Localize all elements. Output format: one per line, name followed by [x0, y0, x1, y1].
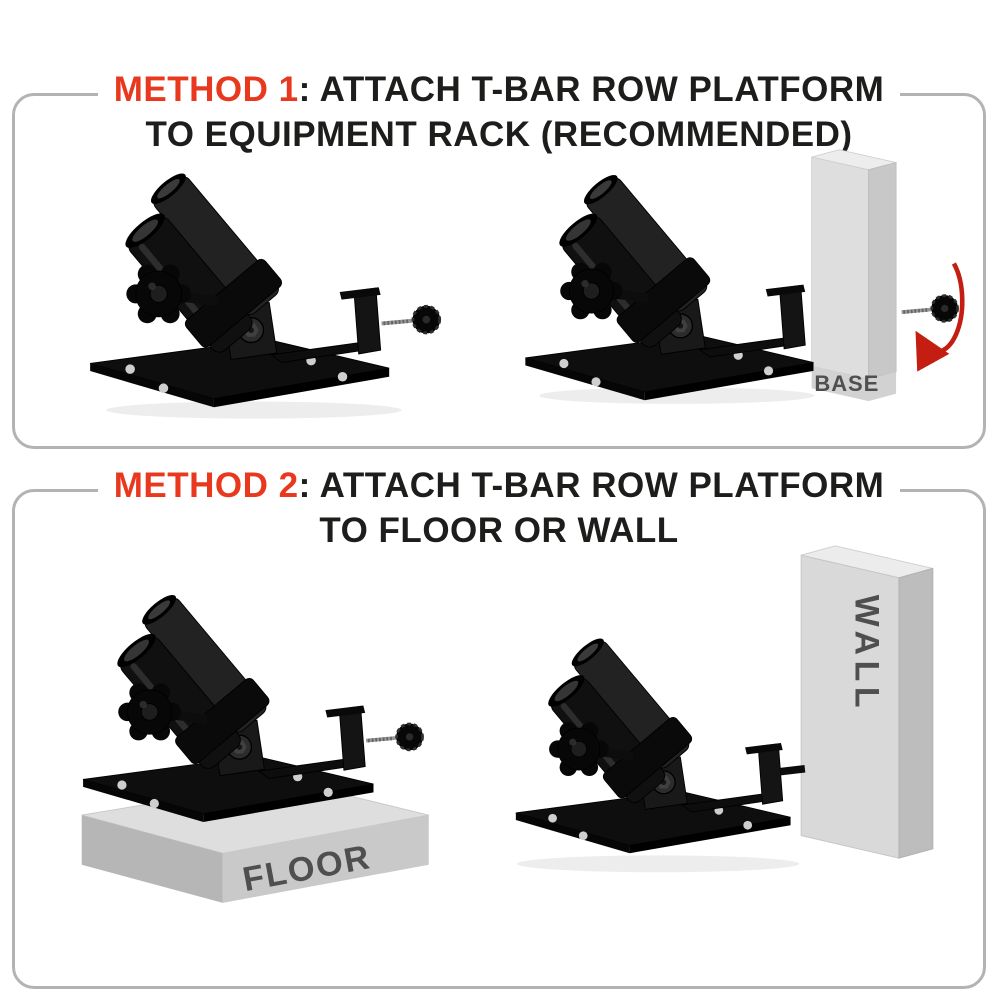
- method1-title-rest: : ATTACH T-BAR ROW PLATFORM: [298, 70, 885, 109]
- method2-title-line1: METHOD 2: ATTACH T-BAR ROW PLATFORM: [97, 464, 901, 509]
- method2-label: METHOD 2: [113, 466, 299, 505]
- method2-figure-platform-on-wall: WALL: [470, 532, 978, 904]
- wall-mount-connector: [780, 765, 806, 776]
- method2-title-rest: : ATTACH T-BAR ROW PLATFORM: [298, 466, 885, 505]
- tbar-platform-on-rack-base-illustration: BASE: [507, 149, 965, 433]
- method1-figure-platform: [73, 158, 473, 426]
- method2-title: METHOD 2: ATTACH T-BAR ROW PLATFORM TO F…: [15, 464, 983, 554]
- rotation-arrow-icon: [915, 262, 965, 372]
- method1-figure-platform-on-base: BASE: [507, 138, 975, 433]
- tbar-platform-on-floor-illustration: FLOOR: [55, 574, 429, 903]
- method1-title-line2: TO EQUIPMENT RACK (RECOMMENDED): [15, 112, 983, 158]
- wall-label: WALL: [848, 595, 886, 714]
- method2-figure-platform-on-floor: FLOOR: [55, 574, 465, 919]
- tbar-platform-illustration: [73, 158, 442, 419]
- method1-panel: METHOD 1: ATTACH T-BAR ROW PLATFORM TO E…: [12, 68, 986, 449]
- floor-block: FLOOR: [81, 780, 429, 903]
- tbar-platform-on-wall-illustration: WALL: [470, 545, 934, 873]
- method2-panel: METHOD 2: ATTACH T-BAR ROW PLATFORM TO F…: [12, 464, 986, 989]
- wall-panel: WALL: [800, 545, 934, 859]
- method1-title-line1: METHOD 1: ATTACH T-BAR ROW PLATFORM: [97, 68, 901, 113]
- method2-title-line2: TO FLOOR OR WALL: [15, 508, 983, 554]
- method1-title: METHOD 1: ATTACH T-BAR ROW PLATFORM TO E…: [15, 68, 983, 158]
- rack-base-beam: [811, 149, 897, 402]
- method1-label: METHOD 1: [113, 70, 299, 109]
- base-label: BASE: [814, 371, 879, 396]
